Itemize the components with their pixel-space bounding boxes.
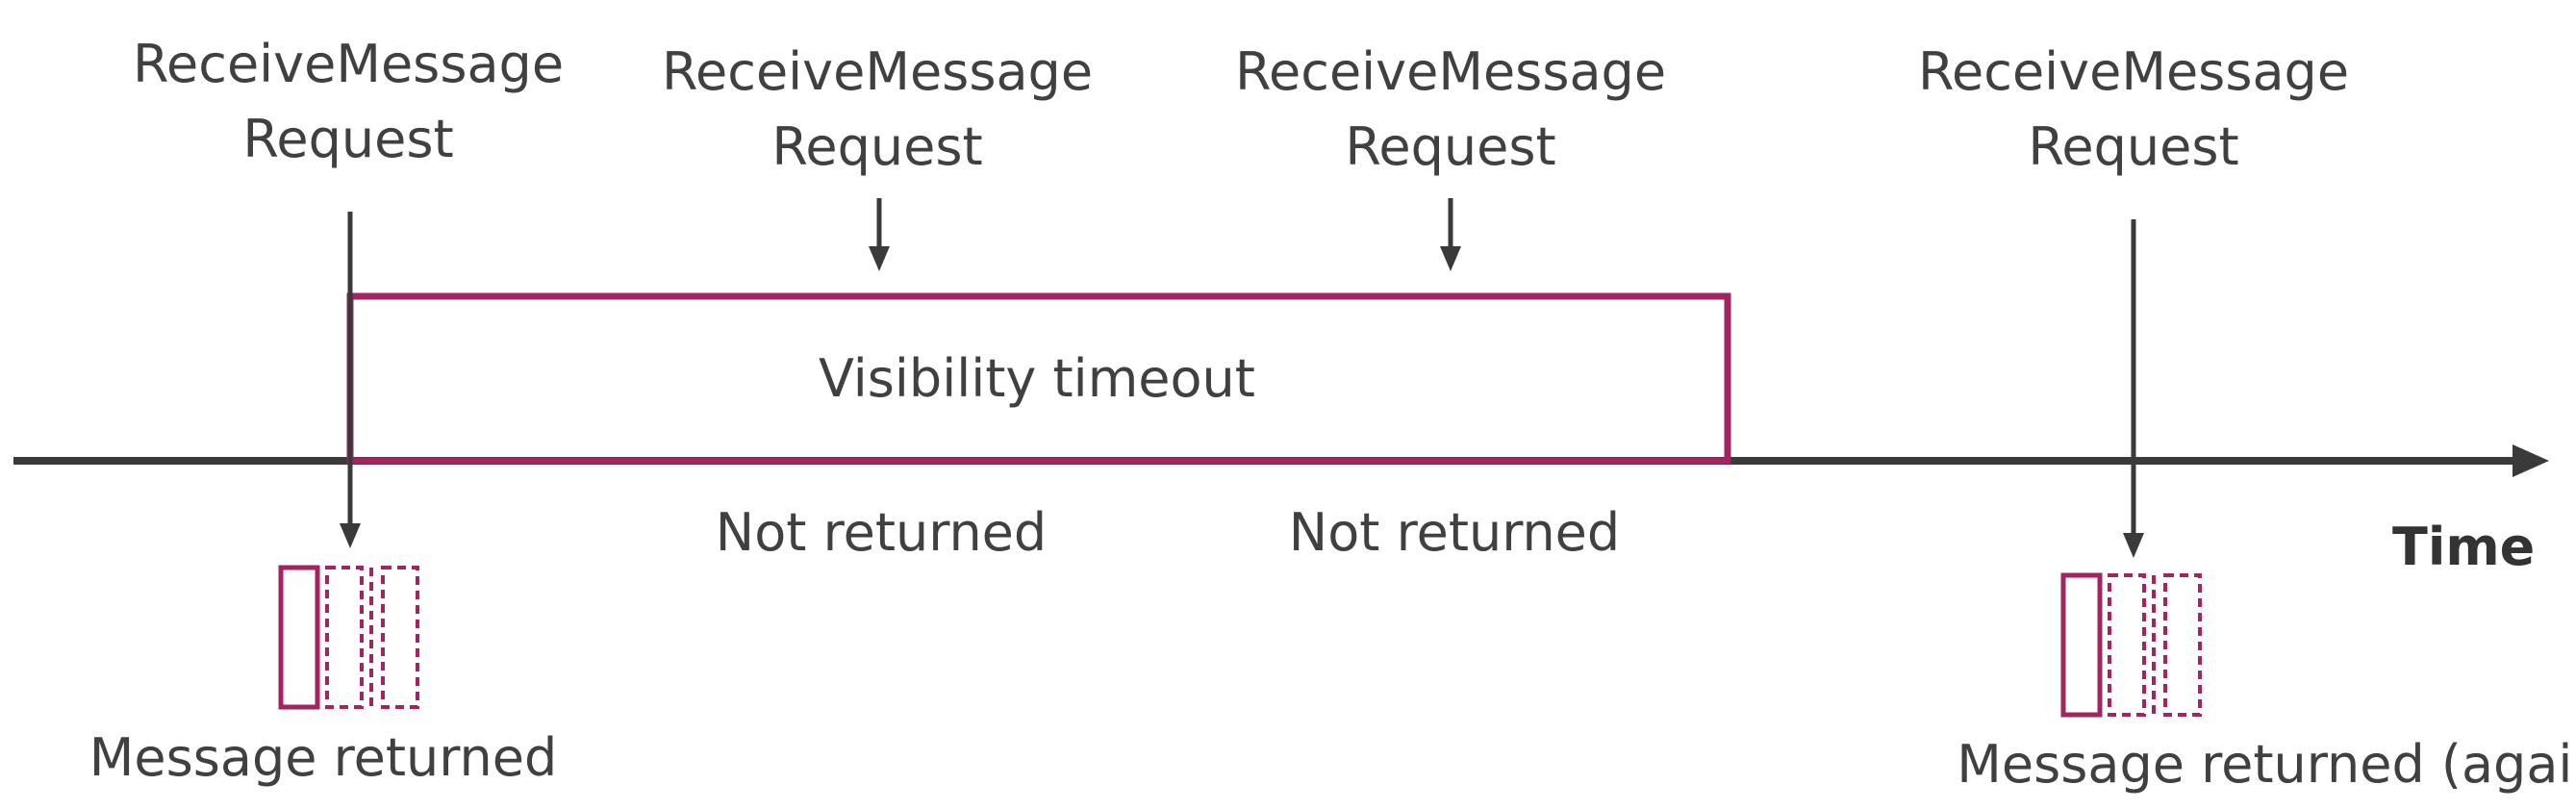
message-dashed [325, 566, 364, 709]
request-label-4: ReceiveMessage Request [1918, 35, 2349, 185]
message-solid [2060, 572, 2103, 718]
message-stack-icon [278, 565, 419, 710]
request-label-line1: ReceiveMessage [661, 41, 1094, 102]
request-label-line2: Request [771, 116, 983, 177]
message-stack-again-icon [2060, 572, 2202, 718]
not-returned-label-1: Not returned [715, 502, 1048, 563]
message-solid [278, 565, 320, 710]
message-returned-again-label: Message returned (again) [1957, 734, 2576, 795]
request-4-arrowhead [2123, 533, 2144, 558]
request-label-line2: Request [1345, 116, 1556, 177]
request-1-arrowhead [340, 523, 361, 548]
request-label-3: ReceiveMessage Request [1235, 35, 1666, 185]
request-label-1: ReceiveMessage Request [133, 27, 564, 177]
time-axis-label: Time [2392, 517, 2536, 577]
request-label-2: ReceiveMessage Request [662, 35, 1093, 185]
message-dashed [2163, 573, 2202, 717]
message-dashed [381, 566, 419, 709]
request-label-line1: ReceiveMessage [1917, 41, 2350, 102]
request-label-line1: ReceiveMessage [132, 34, 565, 94]
message-returned-label: Message returned [88, 727, 558, 788]
request-3-arrowhead [1440, 246, 1461, 271]
request-2-arrowhead [869, 246, 890, 271]
request-label-line2: Request [2028, 116, 2239, 177]
visibility-timeout-label: Visibility timeout [819, 348, 1255, 409]
time-axis-arrowhead [2513, 444, 2549, 477]
request-label-line2: Request [242, 109, 454, 169]
request-label-line1: ReceiveMessage [1234, 41, 1667, 102]
message-dashed [2108, 573, 2146, 717]
not-returned-label-2: Not returned [1288, 502, 1621, 563]
